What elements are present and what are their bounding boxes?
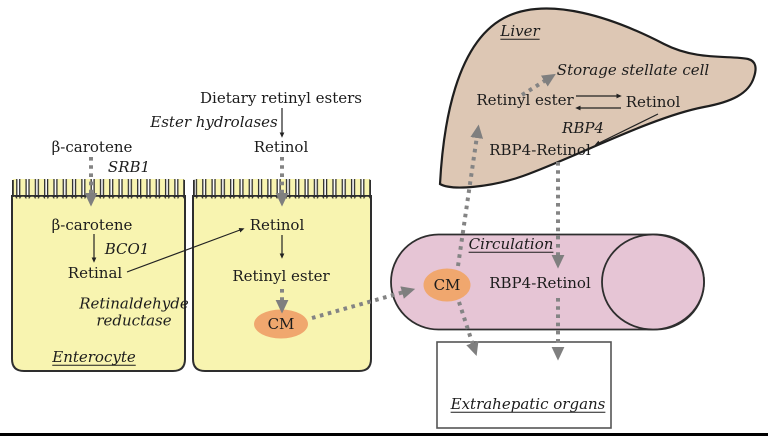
label-cell-retinyl-ester: Retinyl ester bbox=[232, 266, 330, 285]
label-cm-enterocyte: CM bbox=[267, 314, 295, 333]
label-liver: Liver bbox=[500, 21, 540, 40]
label-dietary-retinyl-esters: Dietary retinyl esters bbox=[199, 88, 363, 107]
arrow-cm-to-liver bbox=[456, 124, 484, 267]
label-ester-hydrolases: Ester hydrolases bbox=[150, 112, 278, 131]
brush-border-right bbox=[193, 179, 371, 199]
arrow-retinol-to-rbp4retinol bbox=[594, 113, 659, 146]
label-retinaldehyde-reductase: Retinaldehyde reductase bbox=[79, 294, 189, 329]
label-cm-circulation: CM bbox=[433, 275, 461, 294]
label-liver-rbp4-retinol: RBP4-Retinol bbox=[489, 140, 591, 159]
enterocyte-left-body bbox=[11, 195, 186, 372]
cm-particle-enterocyte bbox=[254, 309, 308, 339]
label-srb1: SRB1 bbox=[107, 157, 151, 176]
label-rbp4: RBP4 bbox=[562, 118, 604, 137]
label-circulation: Circulation bbox=[468, 234, 554, 253]
bottom-rule bbox=[0, 433, 768, 436]
label-cell-beta-carotene: β-carotene bbox=[51, 215, 133, 234]
extrahepatic-box bbox=[436, 341, 612, 429]
label-retinaldehyde-line2: reductase bbox=[96, 311, 172, 329]
label-liver-retinol: Retinol bbox=[625, 92, 681, 111]
label-storage-stellate-cell: Storage stellate cell bbox=[556, 60, 710, 79]
label-cell-retinol: Retinol bbox=[249, 215, 305, 234]
enterocyte-right-body bbox=[192, 195, 372, 372]
label-extrahepatic-organs: Extrahepatic organs bbox=[450, 394, 606, 413]
label-circulation-rbp4-retinol: RBP4-Retinol bbox=[489, 273, 591, 292]
brush-border-left bbox=[12, 179, 185, 199]
label-retinal: Retinal bbox=[67, 263, 123, 282]
arrow-retinal-to-retinol bbox=[126, 227, 245, 273]
label-bco1: BCO1 bbox=[104, 239, 150, 258]
label-liver-retinyl-ester: Retinyl ester bbox=[476, 90, 574, 109]
label-lumen-retinol: Retinol bbox=[253, 137, 309, 156]
cm-particle-circulation bbox=[423, 268, 471, 302]
label-enterocyte: Enterocyte bbox=[52, 347, 136, 366]
vessel-end-face bbox=[601, 233, 705, 331]
label-lumen-beta-carotene: β-carotene bbox=[51, 137, 133, 156]
label-retinaldehyde-line1: Retinaldehyde bbox=[79, 294, 189, 313]
